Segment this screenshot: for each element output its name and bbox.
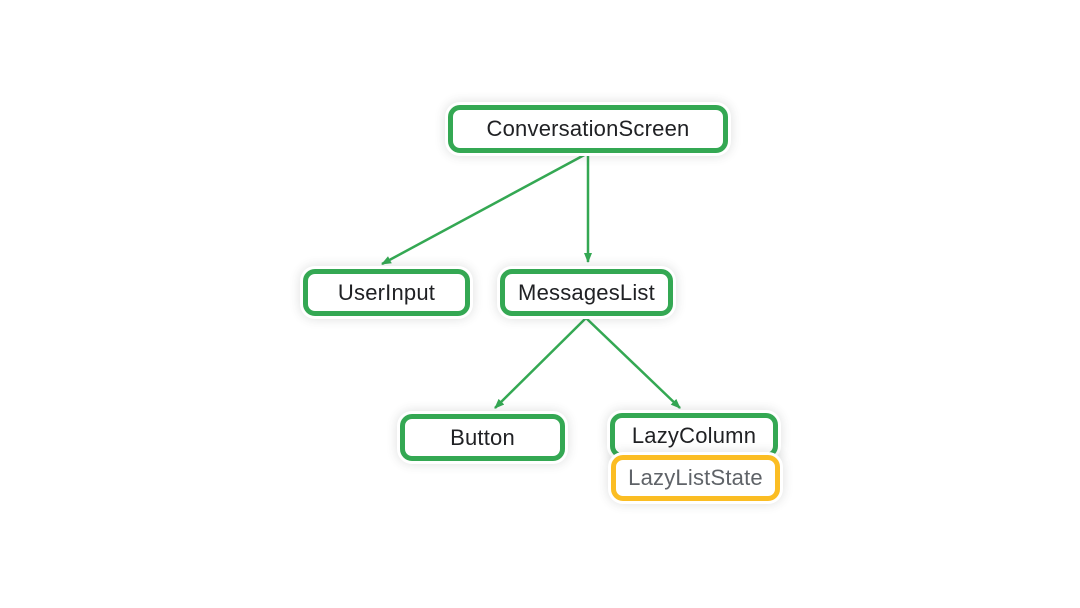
node-lazy-list-state: LazyListState — [611, 455, 780, 501]
edge-messageslist-button — [494, 317, 587, 409]
node-messages-list: MessagesList — [500, 269, 673, 316]
node-conversation-screen: ConversationScreen — [448, 105, 728, 153]
edge-messageslist-lazycolumn — [585, 317, 681, 409]
node-label: UserInput — [337, 279, 436, 305]
node-label: LazyListState — [628, 465, 763, 490]
node-lazy-column: LazyColumn — [610, 413, 778, 458]
node-button: Button — [400, 414, 565, 461]
node-user-input: UserInput — [303, 269, 470, 316]
node-label: MessagesList — [518, 279, 655, 305]
node-label: LazyColumn — [631, 422, 757, 448]
node-label: ConversationScreen — [486, 116, 690, 141]
node-label: Button — [450, 424, 515, 450]
edge-conversationscreen-userinput — [381, 151, 589, 266]
